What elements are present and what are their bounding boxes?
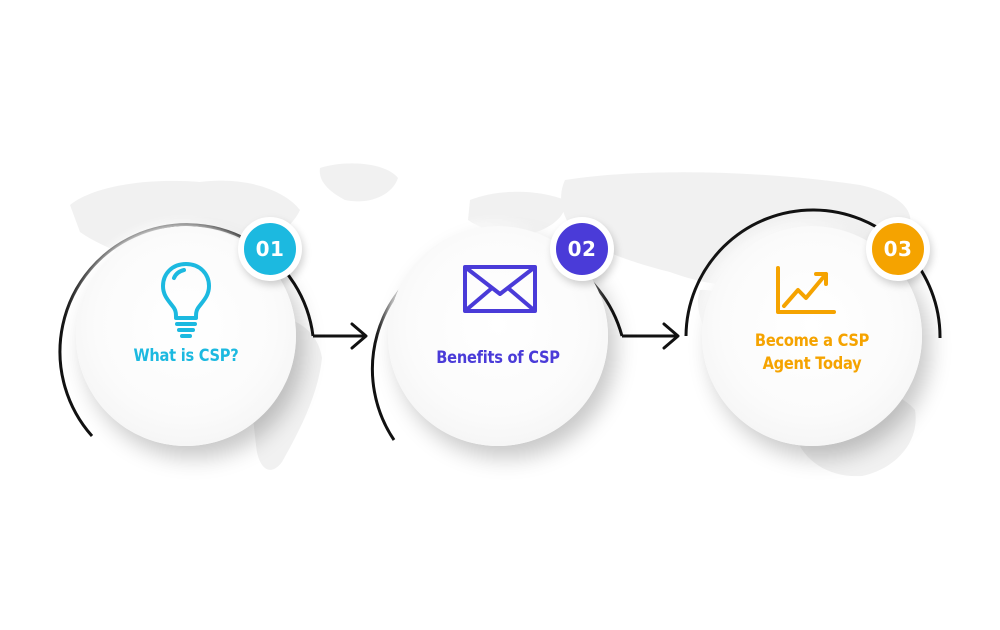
growth-chart-icon [776,266,836,314]
map-europe [468,191,566,235]
step-number-badge: 02 [550,217,614,281]
step-3: Become a CSP Agent Today [702,226,922,446]
arrow-head-1 [350,322,368,350]
step-label-line: Agent Today [762,354,862,374]
step-label: Benefits of CSP [403,347,592,370]
connector-arc-3 [684,208,942,339]
step-label: Become a CSP Agent Today [717,330,906,376]
step-number-badge: 03 [866,217,930,281]
envelope-icon [463,265,537,313]
step-label-line: What is CSP? [133,346,239,366]
step-label: What is CSP? [91,345,280,368]
step-number-badge: 01 [238,217,302,281]
light-bulb-icon [161,262,211,338]
step-label-line: Benefits of CSP [436,348,560,368]
step-2: Benefits of CSP [388,226,608,446]
map-greenland [319,163,398,202]
step-1: What is CSP? [76,226,296,446]
arrow-head-2 [662,322,680,350]
step-label-line: Become a CSP [754,331,870,351]
